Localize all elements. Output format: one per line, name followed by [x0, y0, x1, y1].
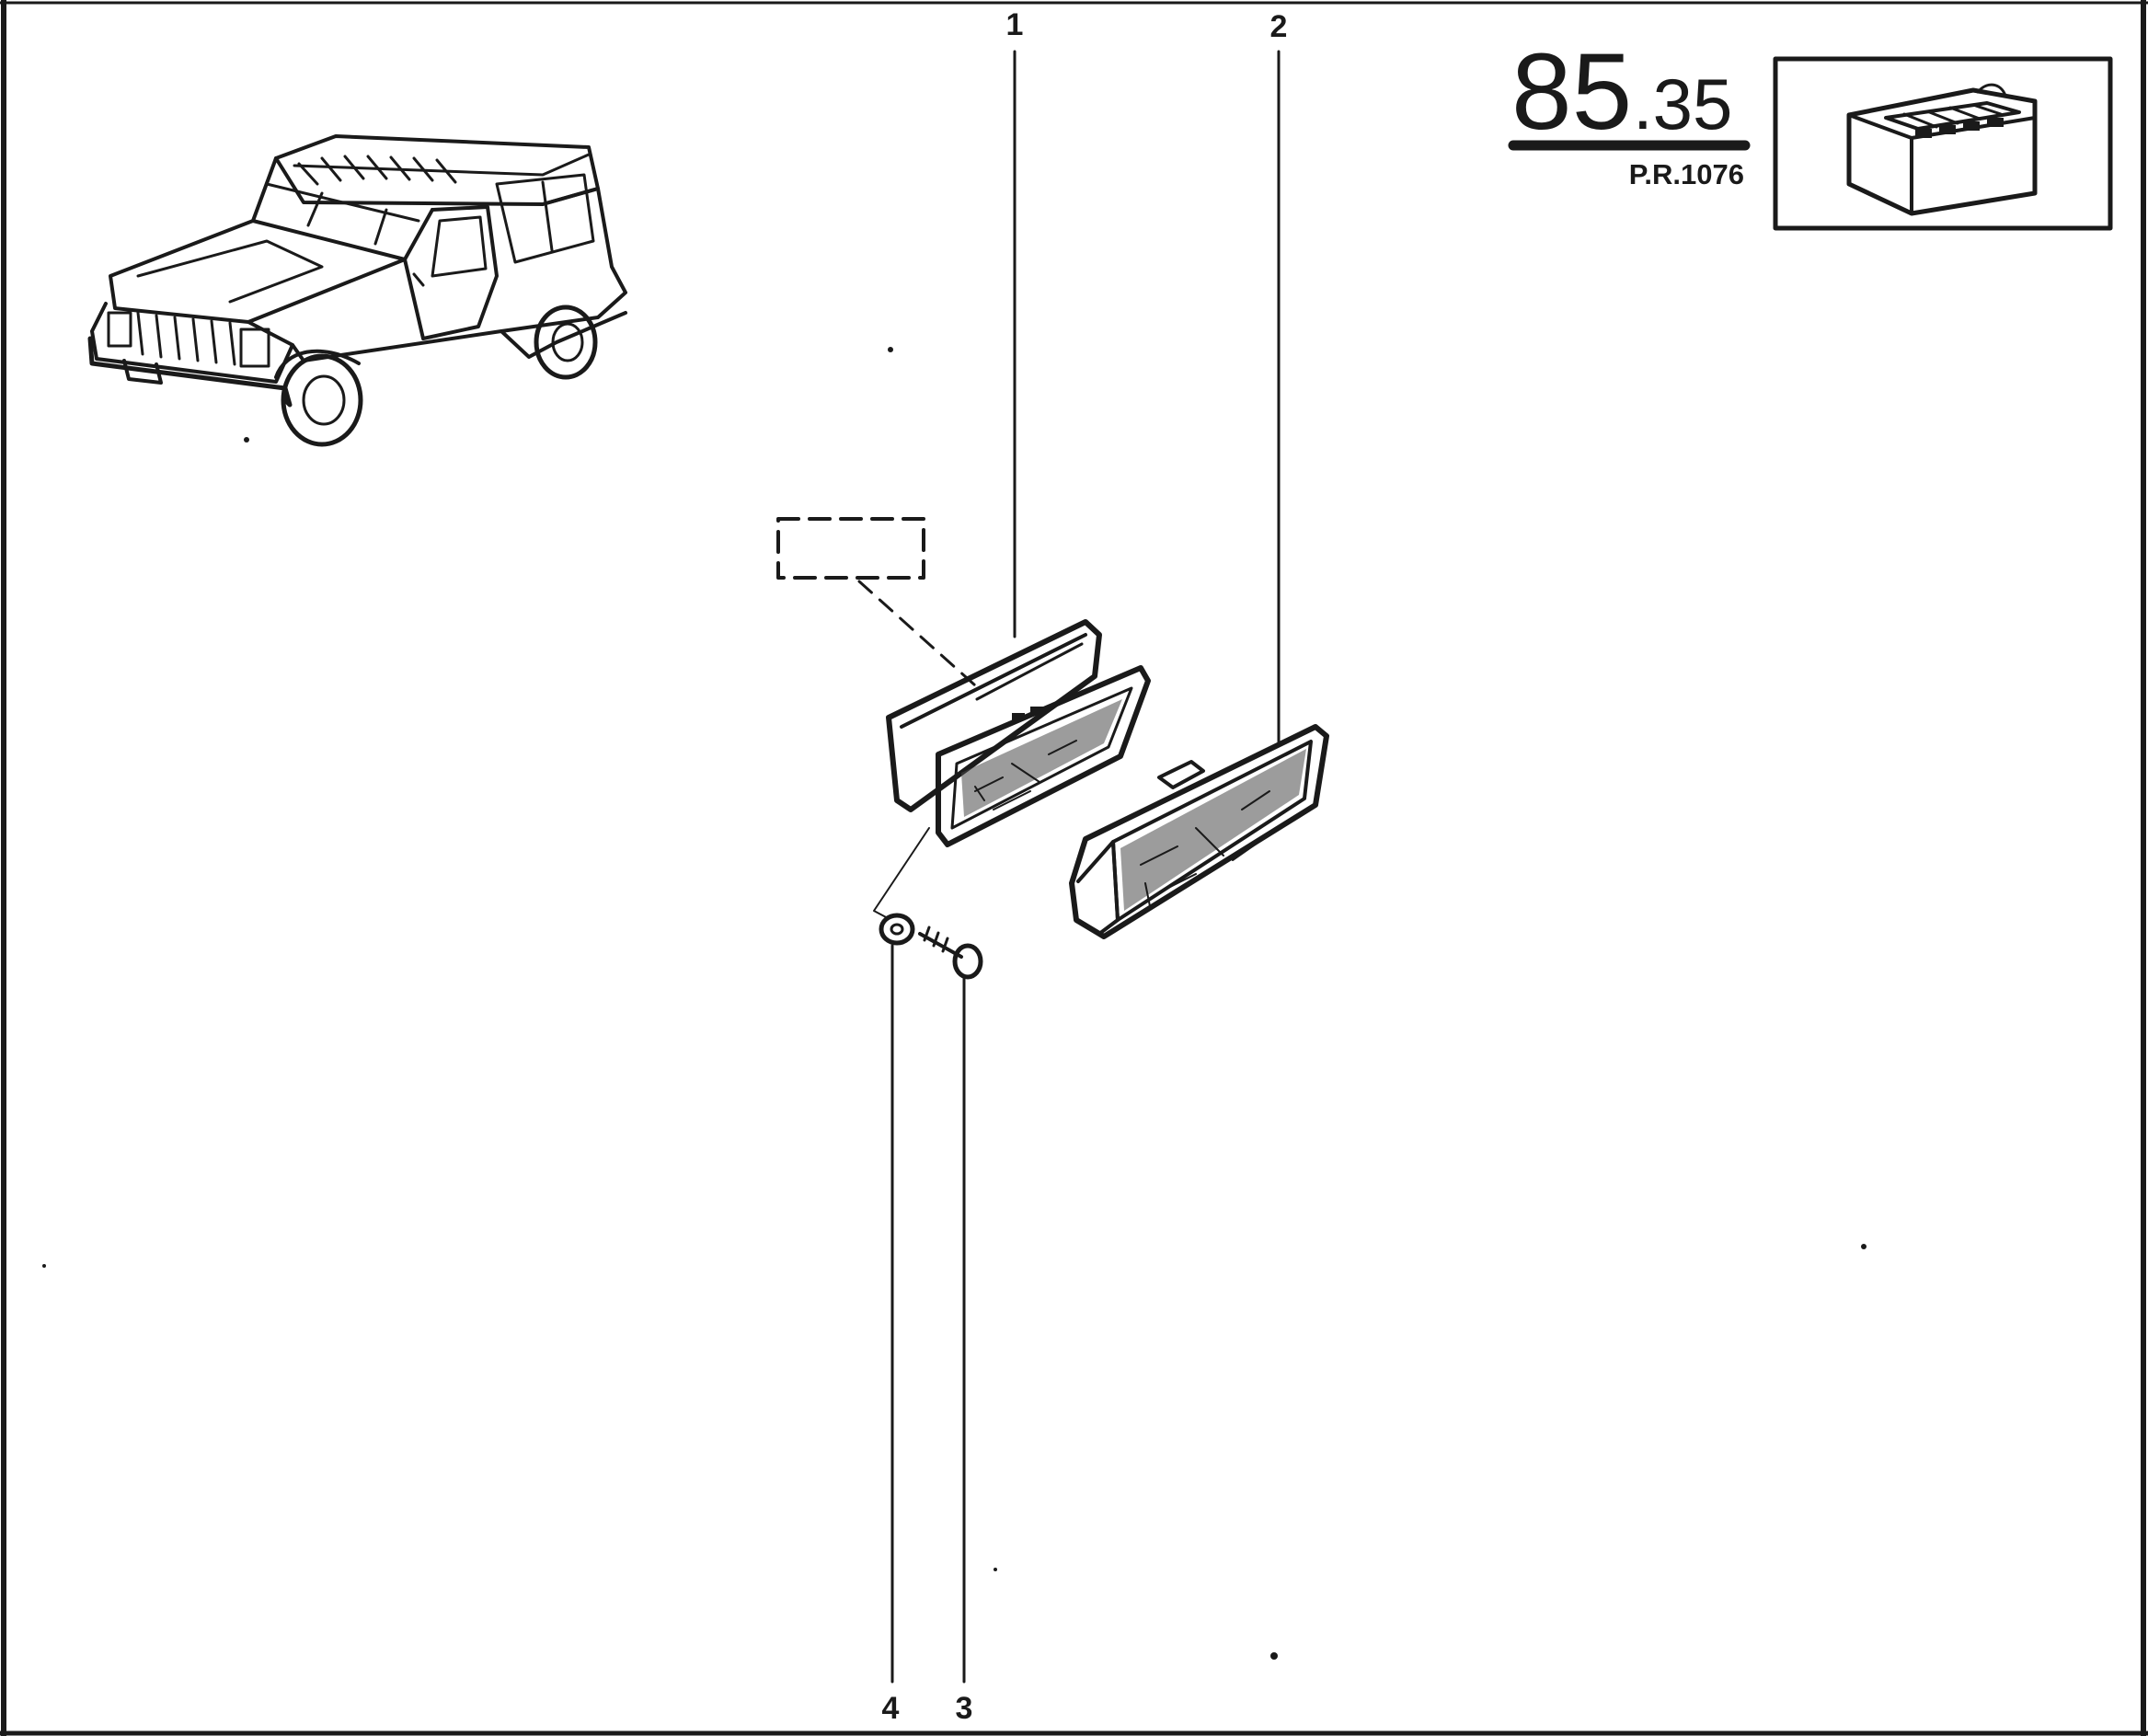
screw — [918, 925, 983, 980]
washer — [879, 913, 915, 946]
section-header: 85 .35 P.R.1076 — [1508, 31, 1751, 190]
reference-number: P.R.1076 — [1629, 158, 1744, 190]
print-specks — [42, 347, 1867, 1660]
callout-4: 4 — [882, 1691, 900, 1726]
ashtray-drawer — [1069, 724, 1329, 939]
callout-2: 2 — [1270, 9, 1288, 44]
4x4-vehicle-icon — [87, 134, 627, 447]
ashtray-thumbnail-icon — [1773, 56, 2113, 231]
ashtray-housing — [886, 619, 1151, 847]
callout-3: 3 — [956, 1691, 973, 1726]
callout-1: 1 — [1006, 7, 1024, 42]
section-number-minor: .35 — [1633, 63, 1732, 144]
installation-location-box — [776, 517, 977, 687]
section-number-major: 85 — [1511, 31, 1632, 153]
leader-lines — [890, 50, 1281, 1684]
